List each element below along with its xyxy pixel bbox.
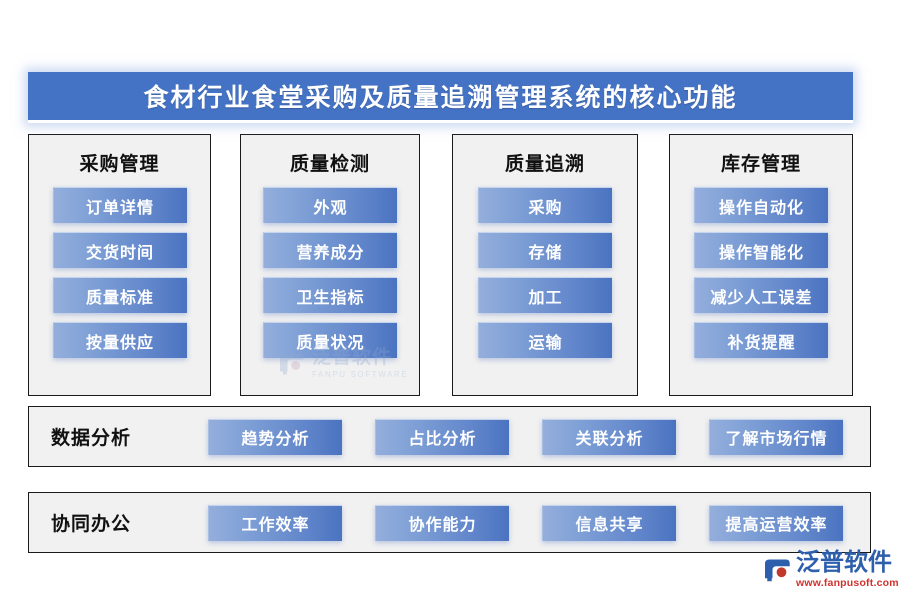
chip-reduce-manual-error[interactable]: 减少人工误差 <box>694 277 828 313</box>
band-data-analysis: 数据分析 趋势分析 占比分析 关联分析 了解市场行情 <box>28 406 871 467</box>
panel-items-inventory-management: 操作自动化 操作智能化 减少人工误差 补货提醒 <box>670 187 852 358</box>
page-title: 食材行业食堂采购及质量追溯管理系统的核心功能 <box>143 85 738 112</box>
fanpu-logo-icon <box>765 559 790 582</box>
chip-restock-reminder[interactable]: 补货提醒 <box>694 322 828 358</box>
panel-header-procurement: 采购管理 <box>79 154 160 175</box>
panel-quality-inspection: 质量检测 外观 营养成分 卫生指标 质量状况 <box>240 134 420 396</box>
panel-header-quality-inspection: 质量检测 <box>289 154 370 175</box>
chip-delivery-time[interactable]: 交货时间 <box>52 232 187 268</box>
chip-nutrition[interactable]: 营养成分 <box>263 232 397 268</box>
chip-storage[interactable]: 存储 <box>478 232 612 268</box>
chip-correlation-analysis[interactable]: 关联分析 <box>542 418 676 455</box>
chip-processing[interactable]: 加工 <box>478 277 612 313</box>
band-label-collaborative-office: 协同办公 <box>51 514 132 535</box>
chip-operation-intelligence[interactable]: 操作智能化 <box>694 232 828 268</box>
chip-hygiene-index[interactable]: 卫生指标 <box>263 277 397 313</box>
panel-quality-traceability: 质量追溯 采购 存储 加工 运输 <box>452 134 638 396</box>
chip-trend-analysis[interactable]: 趋势分析 <box>208 418 342 455</box>
chip-improve-operation-efficiency[interactable]: 提高运营效率 <box>709 504 843 541</box>
chip-supply-by-quantity[interactable]: 按量供应 <box>52 322 187 358</box>
chip-procurement[interactable]: 采购 <box>478 187 612 223</box>
panel-inventory-management: 库存管理 操作自动化 操作智能化 减少人工误差 补货提醒 <box>669 134 853 396</box>
chip-collaboration-ability[interactable]: 协作能力 <box>375 504 509 541</box>
brand-logo: 泛普软件 www.fanpusoft.com <box>762 551 899 589</box>
page-title-bar: 食材行业食堂采购及质量追溯管理系统的核心功能 <box>28 72 853 123</box>
panel-header-quality-traceability: 质量追溯 <box>504 154 585 175</box>
panel-header-inventory-management: 库存管理 <box>720 154 801 175</box>
chip-appearance[interactable]: 外观 <box>263 187 397 223</box>
chip-quality-standard[interactable]: 质量标准 <box>52 277 187 313</box>
band-chips-collaborative-office: 工作效率 协作能力 信息共享 提高运营效率 <box>208 504 870 541</box>
brand-logo-url: www.fanpusoft.com <box>796 577 899 589</box>
panel-items-procurement: 订单详情 交货时间 质量标准 按量供应 <box>29 187 210 358</box>
chip-transport[interactable]: 运输 <box>478 322 612 358</box>
panel-items-quality-traceability: 采购 存储 加工 运输 <box>453 187 637 358</box>
chip-market-insight[interactable]: 了解市场行情 <box>709 418 843 455</box>
chip-information-sharing[interactable]: 信息共享 <box>542 504 676 541</box>
band-label-data-analysis: 数据分析 <box>51 428 132 449</box>
brand-logo-cn: 泛普软件 <box>796 550 892 576</box>
panel-procurement: 采购管理 订单详情 交货时间 质量标准 按量供应 <box>28 134 211 396</box>
chip-work-efficiency[interactable]: 工作效率 <box>208 504 342 541</box>
chip-proportion-analysis[interactable]: 占比分析 <box>375 418 509 455</box>
chip-operation-automation[interactable]: 操作自动化 <box>694 187 828 223</box>
chip-order-details[interactable]: 订单详情 <box>52 187 187 223</box>
band-collaborative-office: 协同办公 工作效率 协作能力 信息共享 提高运营效率 <box>28 492 871 553</box>
chip-quality-status[interactable]: 质量状况 <box>263 322 397 358</box>
band-chips-data-analysis: 趋势分析 占比分析 关联分析 了解市场行情 <box>208 418 870 455</box>
panel-items-quality-inspection: 外观 营养成分 卫生指标 质量状况 <box>241 187 419 358</box>
